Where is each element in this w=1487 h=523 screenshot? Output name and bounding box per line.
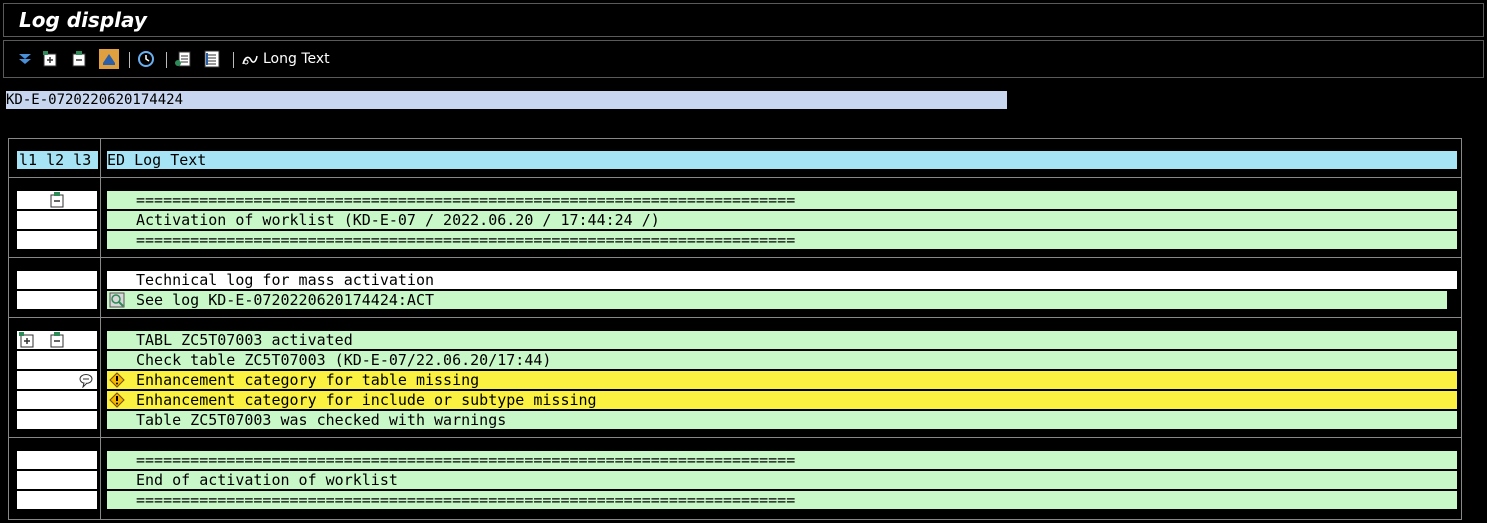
level-cell[interactable] — [17, 371, 97, 389]
level-display-icon[interactable] — [99, 49, 119, 69]
level-cell[interactable] — [17, 211, 97, 229]
log-row-text: TABL ZC5T07003 activated — [136, 331, 353, 349]
expand-node-icon[interactable] — [19, 332, 35, 348]
log-row-text: See log KD-E-0720220620174424:ACT — [136, 291, 435, 309]
long-text-icon — [242, 55, 258, 65]
refresh-icon[interactable] — [137, 50, 155, 68]
log-row-text: ========================================… — [136, 191, 796, 209]
title-bar: Log display — [3, 3, 1484, 37]
log-row-warning[interactable]: Enhancement category for table missing — [107, 371, 1457, 389]
column-divider — [100, 138, 101, 520]
log-text-header-label: ED Log Text — [107, 151, 207, 169]
toolbar-separator — [233, 52, 234, 68]
toolbar-separator — [166, 52, 167, 68]
log-row[interactable]: ========================================… — [107, 451, 1457, 469]
warning-icon — [109, 392, 125, 408]
level-cell[interactable] — [17, 391, 97, 409]
levels-header-label: l1 l2 l3 — [19, 151, 92, 169]
log-row[interactable]: Table ZC5T07003 was checked with warning… — [107, 411, 1457, 429]
level-cell[interactable] — [17, 351, 97, 369]
log-row-text: Technical log for mass activation — [136, 271, 435, 289]
log-row[interactable]: Technical log for mass activation — [107, 271, 1457, 289]
level-cell[interactable] — [17, 411, 97, 429]
toolbar-separator — [129, 52, 130, 68]
collapse-node-icon[interactable] — [49, 192, 65, 208]
log-row-text: ========================================… — [136, 231, 796, 249]
log-row[interactable]: End of activation of worklist — [107, 471, 1457, 489]
collapse-node-icon[interactable] — [49, 332, 65, 348]
detail-log-icon[interactable] — [109, 292, 125, 308]
log-row-text: ========================================… — [136, 451, 796, 469]
collapse-node-icon[interactable] — [70, 50, 88, 68]
log-row-text: Table ZC5T07003 was checked with warning… — [136, 411, 507, 429]
log-row-warning[interactable]: Enhancement category for include or subt… — [107, 391, 1457, 409]
log-row[interactable]: TABL ZC5T07003 activated — [107, 331, 1457, 349]
log-id-field: KD-E-0720220620174424 — [6, 91, 1007, 109]
expand-node-icon[interactable] — [42, 50, 60, 68]
level-cell[interactable] — [17, 291, 97, 309]
window-title: Log display — [19, 8, 147, 32]
long-text-button[interactable] — [241, 49, 336, 71]
level-cell[interactable] — [17, 271, 97, 289]
log-row-text: Enhancement category for include or subt… — [136, 391, 597, 409]
technical-details-icon[interactable] — [174, 50, 192, 68]
group-divider — [8, 177, 1462, 178]
log-row[interactable]: ========================================… — [107, 491, 1457, 509]
log-row-text: End of activation of worklist — [136, 471, 398, 489]
log-row[interactable]: Activation of worklist (KD-E-07 / 2022.0… — [107, 211, 1457, 229]
group-divider — [8, 257, 1462, 258]
level-cell[interactable] — [17, 231, 97, 249]
log-row[interactable]: Check table ZC5T07003 (KD-E-07/22.06.20/… — [107, 351, 1457, 369]
log-row-text: Check table ZC5T07003 (KD-E-07/22.06.20/… — [136, 351, 552, 369]
group-divider — [8, 437, 1462, 438]
level-cell[interactable] — [17, 471, 97, 489]
long-text-label: Long Text — [263, 51, 330, 67]
level-cell[interactable] — [17, 331, 97, 349]
log-text-column-header[interactable]: ED Log Text — [107, 151, 1457, 169]
log-row[interactable]: ========================================… — [107, 191, 1457, 209]
log-table — [8, 138, 1462, 520]
log-row[interactable]: ========================================… — [107, 231, 1457, 249]
level-cell[interactable] — [17, 451, 97, 469]
levels-column-header[interactable]: l1 l2 l3 — [17, 151, 98, 169]
warning-icon — [109, 372, 125, 388]
layout-list-icon[interactable] — [203, 50, 221, 68]
log-row-text: Enhancement category for table missing — [136, 371, 480, 389]
expand-all-icon[interactable] — [16, 50, 34, 68]
group-divider — [8, 317, 1462, 318]
log-row-text: Activation of worklist (KD-E-07 / 2022.0… — [136, 211, 660, 229]
toolbar: Long Text — [3, 40, 1484, 78]
long-text-icon[interactable] — [78, 372, 94, 388]
log-row-text: ========================================… — [136, 491, 796, 509]
level-cell[interactable] — [17, 191, 97, 209]
log-row[interactable]: See log KD-E-0720220620174424:ACT — [107, 291, 1447, 309]
level-cell[interactable] — [17, 491, 97, 509]
